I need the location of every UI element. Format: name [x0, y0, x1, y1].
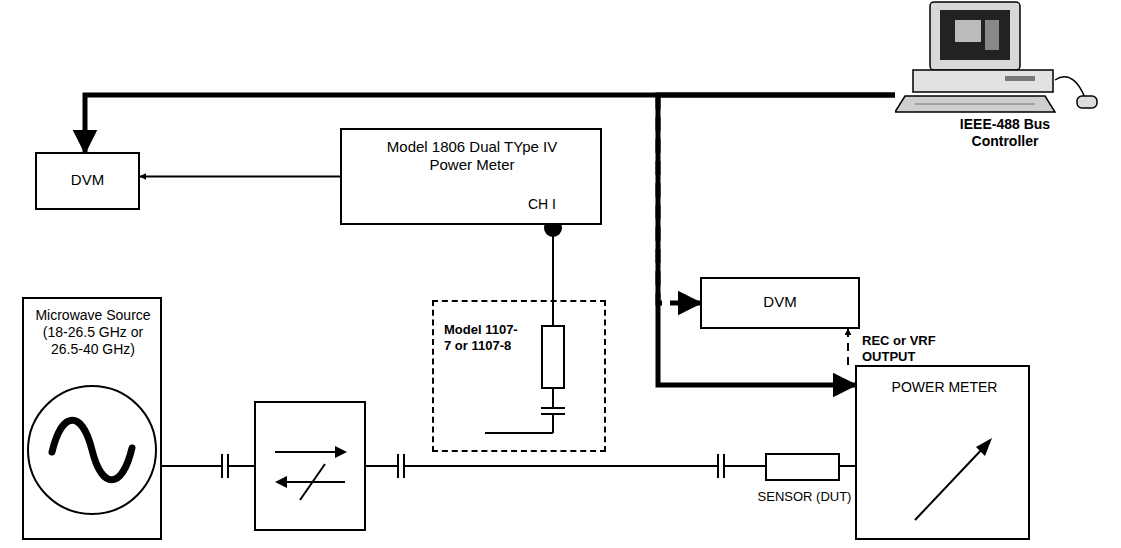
power-meter-box: Model 1806 Dual TYpe IV Power Meter CH I	[340, 128, 602, 225]
capacitor-symbol	[723, 454, 725, 478]
dvm-box: DVM	[700, 277, 860, 329]
signal-connector	[140, 176, 340, 178]
source-box: Microwave Source (18-26.5 GHz or 26.5-40…	[22, 297, 162, 540]
termination-symbol	[542, 326, 564, 388]
capacitor-symbol	[541, 407, 565, 409]
capacitor-symbol	[403, 454, 405, 478]
signal-connector	[847, 329, 849, 365]
signal-connector	[840, 465, 855, 467]
isolator-arrow	[275, 476, 287, 488]
capacitor-symbol	[227, 454, 229, 478]
signal-connector	[606, 465, 765, 467]
isolator-slash	[300, 464, 325, 500]
power-meter-box: POWER METER	[855, 365, 1030, 540]
node-label: SENSOR (DUT)	[757, 489, 852, 505]
bus-controller: IEEE-488 Bus Controller	[895, 0, 1110, 152]
node-label: Model 1806 Dual TYpe IV Power Meter	[382, 138, 562, 174]
node-label: Model 1107-7 or 1107-8	[444, 322, 520, 354]
capacitor-symbol	[717, 454, 719, 478]
computer-icon	[895, 0, 1110, 115]
edge-label: REC or VRF OUTPUT	[862, 333, 972, 365]
node-label: DVM	[37, 171, 138, 188]
node-label: IEEE-488 Bus Controller	[940, 116, 1070, 150]
isolator-arrow	[275, 451, 343, 453]
coupled-line	[485, 432, 553, 434]
isolator-arrow	[335, 446, 347, 458]
wire	[552, 388, 554, 408]
isolator-box	[255, 402, 365, 530]
sine-symbol	[52, 420, 132, 480]
bus-connector	[658, 95, 700, 303]
sensor-box: SENSOR (DUT)	[765, 453, 840, 481]
node-label: Microwave Source (18-26.5 GHz or 26.5-40…	[32, 307, 154, 358]
signal-connector	[552, 225, 554, 300]
capacitor-symbol	[397, 454, 399, 478]
node-label: DVM	[702, 293, 858, 310]
source-circle	[28, 386, 156, 514]
dvm-box: DVM	[35, 152, 140, 210]
bus-connector	[658, 95, 895, 385]
meter-needle	[976, 438, 992, 456]
wire	[552, 414, 554, 433]
node-label: POWER METER	[887, 379, 1002, 396]
coupler-dashed-box: Model 1107-7 or 1107-8	[432, 300, 606, 452]
channel-label: CH I	[528, 196, 556, 212]
capacitor-symbol	[221, 454, 223, 478]
through-line	[432, 465, 606, 467]
meter-needle	[915, 446, 985, 520]
wire	[552, 300, 554, 326]
